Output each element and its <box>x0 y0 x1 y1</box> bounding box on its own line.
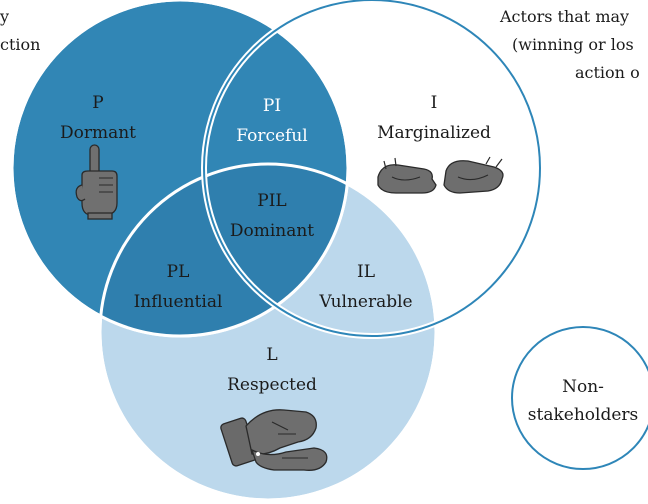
non-stakeholders-label-line-1: Non- <box>562 377 604 397</box>
region-p: P Dormant <box>60 93 136 143</box>
top-right-note-line-1: Actors that may <box>499 7 629 26</box>
region-l-code: L <box>266 345 277 365</box>
region-i-code: I <box>431 93 438 113</box>
region-p-name: Dormant <box>60 123 136 143</box>
region-pi-name: Forceful <box>236 126 308 146</box>
region-l-name: Respected <box>227 375 317 395</box>
region-il: IL Vulnerable <box>318 262 412 312</box>
region-l: L Respected <box>227 345 317 395</box>
region-pil-code: PIL <box>257 191 286 211</box>
region-pi-code: PI <box>263 96 281 116</box>
region-pl-code: PL <box>167 262 190 282</box>
region-il-name: Vulnerable <box>318 292 412 312</box>
open-cupped-hands-icon <box>377 156 504 194</box>
handshake-icon <box>220 409 328 471</box>
interest-circle <box>203 0 541 337</box>
region-i: I Marginalized <box>377 93 491 143</box>
power-circle-outline <box>10 0 350 338</box>
top-right-note-line-2: (winning or los <box>512 35 634 54</box>
raised-index-finger-hand-icon <box>75 144 118 220</box>
region-p-code: P <box>92 93 103 113</box>
region-pil-name: Dominant <box>230 221 314 241</box>
region-pl: PL Influential <box>134 262 223 312</box>
top-left-text-line-2: ction <box>0 35 40 54</box>
region-il-code: IL <box>357 262 375 282</box>
top-left-text-line-1: y <box>0 7 9 26</box>
non-stakeholders-label-line-2: stakeholders <box>528 405 638 425</box>
top-right-note-line-3: action o <box>575 63 640 82</box>
region-i-name: Marginalized <box>377 123 491 143</box>
region-pl-name: Influential <box>134 292 223 312</box>
region-pi: PI Forceful <box>236 96 308 146</box>
region-pil: PIL Dominant <box>230 191 314 241</box>
non-stakeholders-circle <box>511 326 648 470</box>
legitimacy-circle-outline <box>98 162 438 502</box>
